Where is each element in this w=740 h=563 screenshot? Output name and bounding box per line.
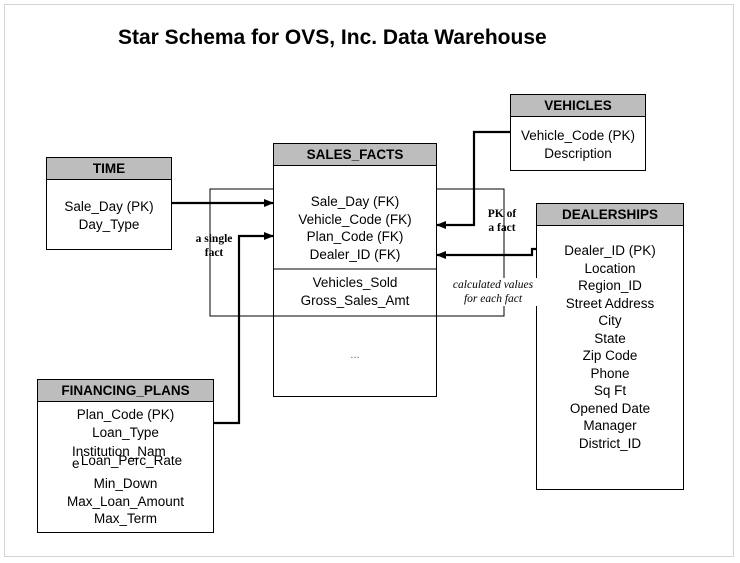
single-fact-note-line-2: fact	[204, 247, 224, 259]
vehicles-table-header: VEHICLES	[511, 95, 645, 117]
dealerships-field-sq-ft: Sq Ft	[593, 383, 627, 398]
dealerships-field-region-id: Region_ID	[578, 278, 642, 293]
financing-field-plan-code: Plan_Code (PK)	[76, 407, 175, 422]
calculated-values-note-line-1: calculated values	[452, 279, 534, 291]
dealerships-field-state: State	[594, 330, 626, 346]
pk-of-fact-note: PK of a fact	[480, 207, 524, 235]
vehicles-to-sales-facts-arrow	[436, 130, 510, 229]
sales-facts-field-vehicle-code: Vehicle_Code (FK)	[298, 211, 412, 227]
fact-bracket-right	[437, 188, 505, 317]
financing-field-max-term: Max_Term	[93, 511, 157, 526]
sales-facts-ellipsis: ...	[350, 349, 360, 361]
financing-field-loan-type: Loan_Type	[92, 424, 159, 440]
vehicles-field-description: Description	[544, 145, 612, 161]
vehicles-field-vehicle-code: Vehicle_Code (PK)	[520, 128, 636, 143]
financing-to-sales-facts-arrow	[214, 232, 274, 425]
time-table: TIME Sale_Day (PK) Day_Type	[46, 157, 172, 250]
financing-field-institution-name: Institution_Nam	[72, 444, 166, 459]
financing-field-institution-name-wrap: e	[72, 456, 80, 471]
fact-bracket-left	[209, 188, 273, 317]
dealerships-field-street-address: Street Address	[565, 295, 655, 311]
time-field-day-type: Day_Type	[78, 216, 140, 232]
diagram-frame	[4, 4, 734, 557]
financing-field-max-loan-amount: Max_Loan_Amount	[66, 493, 185, 509]
vehicles-table: VEHICLES Vehicle_Code (PK) Description	[510, 94, 646, 171]
sales-facts-table-header: SALES_FACTS	[274, 144, 436, 166]
sales-facts-table: SALES_FACTS Sale_Day (FK) Vehicle_Code (…	[273, 143, 437, 397]
time-table-header: TIME	[47, 158, 171, 180]
time-field-sale-day: Sale_Day (PK)	[64, 199, 154, 214]
financing-plans-table: FINANCING_PLANS Plan_Code (PK) Loan_Type…	[37, 379, 214, 533]
dealerships-field-district-id: District_ID	[578, 435, 642, 451]
sales-facts-field-gross-sales-amt: Gross_Sales_Amt	[300, 292, 410, 308]
dealerships-field-zip-code: Zip Code	[582, 348, 638, 363]
sales-facts-field-sale-day: Sale_Day (FK)	[310, 194, 400, 209]
dealerships-field-city: City	[598, 313, 622, 328]
dealerships-field-phone: Phone	[590, 365, 630, 381]
calculated-values-note: calculated values for each fact	[447, 278, 539, 306]
dealerships-table-header: DEALERSHIPS	[537, 204, 683, 226]
sales-facts-field-vehicles-sold: Vehicles_Sold	[312, 275, 398, 290]
financing-plans-table-header: FINANCING_PLANS	[38, 380, 213, 402]
pk-of-fact-note-line-2: a fact	[488, 222, 516, 234]
dealerships-field-opened-date: Opened Date	[569, 400, 651, 416]
calculated-values-note-line-2: for each fact	[463, 293, 523, 305]
sales-facts-field-plan-code: Plan_Code (FK)	[306, 229, 404, 244]
pk-of-fact-note-line-1: PK of	[487, 208, 517, 220]
dealerships-field-location: Location	[584, 260, 636, 276]
dealerships-field-dealer-id: Dealer_ID (PK)	[564, 243, 656, 258]
diagram-title: Star Schema for OVS, Inc. Data Warehouse	[118, 26, 547, 49]
single-fact-note: a single fact	[190, 232, 238, 260]
sales-facts-field-dealer-id: Dealer_ID (FK)	[309, 246, 401, 262]
dealerships-to-sales-facts-arrow	[436, 247, 536, 259]
dealerships-field-manager: Manager	[583, 418, 637, 433]
financing-field-min-down: Min_Down	[93, 476, 158, 491]
single-fact-note-line-1: a single	[195, 233, 233, 245]
financing-field-loan-perc-rate: Loan_Perc_Rate	[80, 453, 183, 468]
dealerships-table: DEALERSHIPS Dealer_ID (PK) Location Regi…	[536, 203, 684, 490]
